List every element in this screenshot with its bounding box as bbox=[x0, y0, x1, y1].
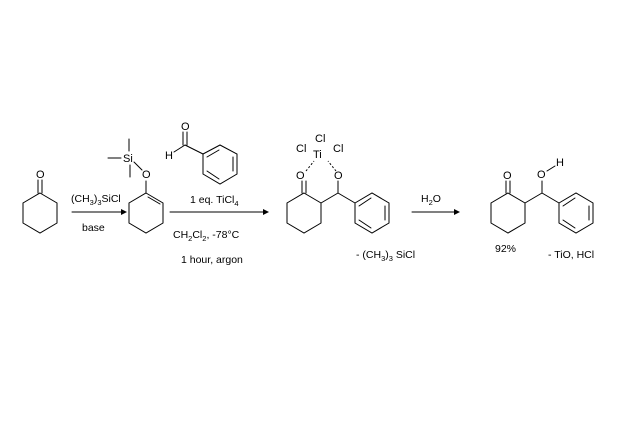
chlorine-top-label: Cl bbox=[315, 133, 325, 145]
hydroxyl-oxygen-label: O bbox=[537, 169, 546, 181]
step1-condition-label: base bbox=[82, 222, 105, 234]
byproduct-silyl-chloride-label: - (CH3)3 SiCl bbox=[356, 249, 415, 263]
aldol-product: O O H bbox=[490, 157, 594, 234]
titanium-label: Ti bbox=[313, 149, 322, 161]
step2-catalyst-label: 1 eq. TiCl4 bbox=[190, 194, 239, 208]
step3-water-label: H2O bbox=[421, 193, 441, 207]
arrow-step-3: H2O bbox=[411, 193, 460, 215]
chelate-oxygen-2-label: O bbox=[334, 170, 343, 182]
silicon-label: Si bbox=[123, 153, 133, 165]
product-yield-label: 92% bbox=[495, 243, 516, 255]
chlorine-right-label: Cl bbox=[333, 143, 343, 155]
arrow-step-1: (CH3)3SiCl base bbox=[71, 193, 127, 234]
aldehyde-hydrogen-label: H bbox=[165, 150, 173, 162]
chlorine-left-label: Cl bbox=[296, 143, 306, 155]
step2-duration-label: 1 hour, argon bbox=[181, 254, 243, 266]
hydroxyl-hydrogen-label: H bbox=[556, 157, 564, 169]
enol-oxygen-label: O bbox=[142, 169, 151, 181]
step2-solvent-label: CH2Cl2, -78°C bbox=[173, 229, 240, 243]
silyl-enol-ether: O Si bbox=[107, 138, 164, 234]
step1-reagent-label: (CH3)3SiCl bbox=[71, 193, 121, 207]
final-byproduct-label: - TiO, HCl bbox=[548, 249, 594, 261]
arrow-step-2: 1 eq. TiCl4 CH2Cl2, -78°C 1 hour, argon bbox=[169, 194, 269, 266]
chelate-oxygen-1-label: O bbox=[296, 170, 305, 182]
benzaldehyde: O H bbox=[165, 121, 238, 185]
titanium-chelate-intermediate: O O Ti Cl Cl Cl bbox=[286, 133, 390, 234]
ketone-oxygen-label: O bbox=[503, 170, 512, 182]
aldehyde-oxygen-label: O bbox=[181, 121, 190, 133]
cyclohexanone: O bbox=[22, 169, 58, 234]
carbonyl-oxygen-label: O bbox=[36, 169, 45, 181]
